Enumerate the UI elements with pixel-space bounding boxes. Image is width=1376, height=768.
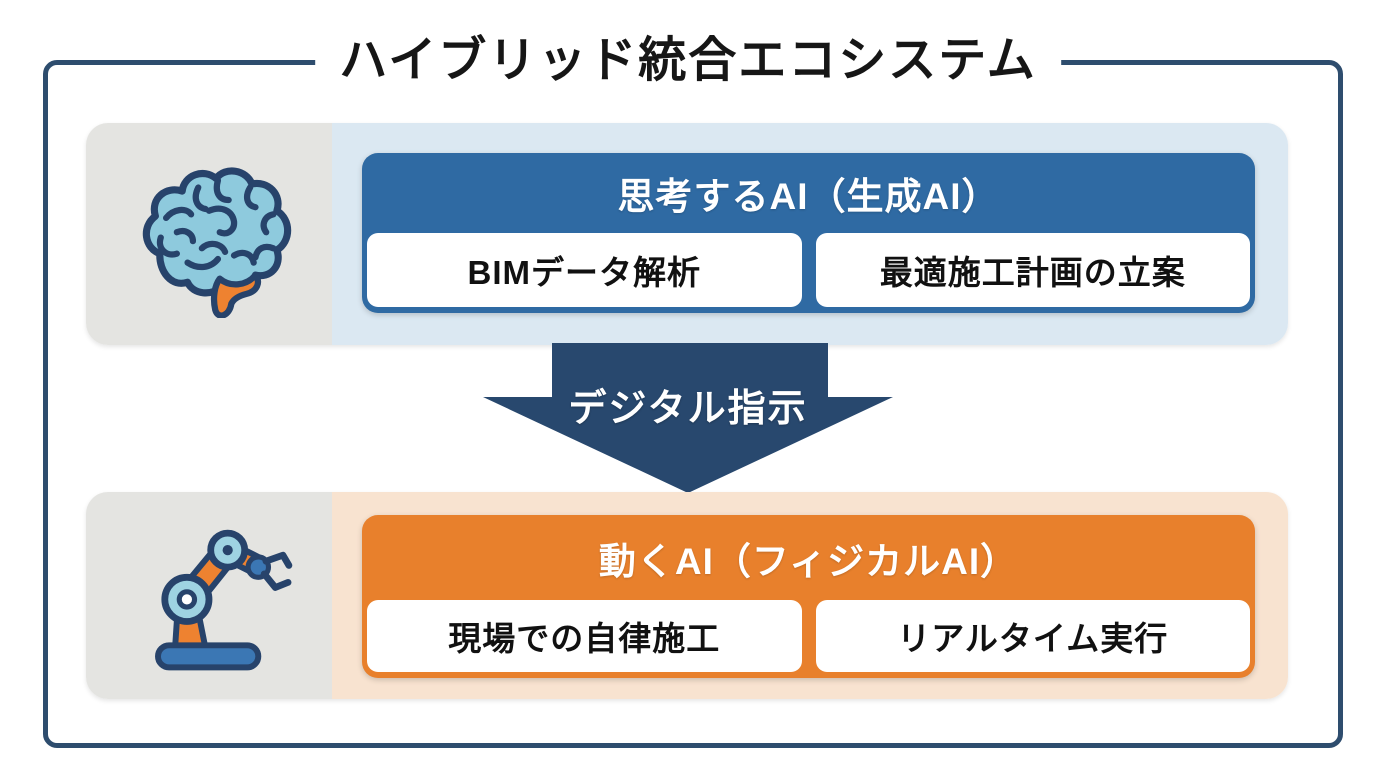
down-arrow-icon — [483, 343, 893, 493]
physical-ai-card: 動くAI（フィジカルAI） 現場での自律施工 リアルタイム実行 — [362, 515, 1255, 678]
brain-icon — [142, 167, 292, 318]
optimal-construction-plan-box: 最適施工計画の立案 — [815, 233, 1250, 307]
digital-instruction-arrow: デジタル指示 — [483, 343, 893, 495]
generative-ai-row: 思考するAI（生成AI） BIMデータ解析 最適施工計画の立案 — [86, 123, 1288, 345]
physical-ai-row: 動くAI（フィジカルAI） 現場での自律施工 リアルタイム実行 — [86, 492, 1288, 699]
brain-icon-panel — [86, 123, 332, 345]
generative-ai-card-title: 思考するAI（生成AI） — [617, 176, 1000, 217]
physical-ai-panel: 動くAI（フィジカルAI） 現場での自律施工 リアルタイム実行 — [332, 492, 1288, 699]
generative-ai-panel: 思考するAI（生成AI） BIMデータ解析 最適施工計画の立案 — [332, 123, 1288, 345]
realtime-execution-box: リアルタイム実行 — [815, 600, 1250, 672]
generative-ai-card: 思考するAI（生成AI） BIMデータ解析 最適施工計画の立案 — [362, 153, 1255, 313]
generative-ai-items: BIMデータ解析 最適施工計画の立案 — [367, 233, 1250, 307]
digital-instruction-label: デジタル指示 — [568, 388, 808, 430]
robot-arm-icon-panel — [86, 492, 332, 699]
robot-arm-icon — [155, 529, 293, 670]
page-title: ハイブリッド統合エコシステム — [315, 30, 1061, 92]
autonomous-construction-box: 現場での自律施工 — [367, 600, 802, 672]
physical-ai-card-title: 動くAI（フィジカルAI） — [598, 540, 1019, 582]
physical-ai-items: 現場での自律施工 リアルタイム実行 — [367, 600, 1250, 672]
bim-data-analysis-box: BIMデータ解析 — [367, 233, 802, 307]
